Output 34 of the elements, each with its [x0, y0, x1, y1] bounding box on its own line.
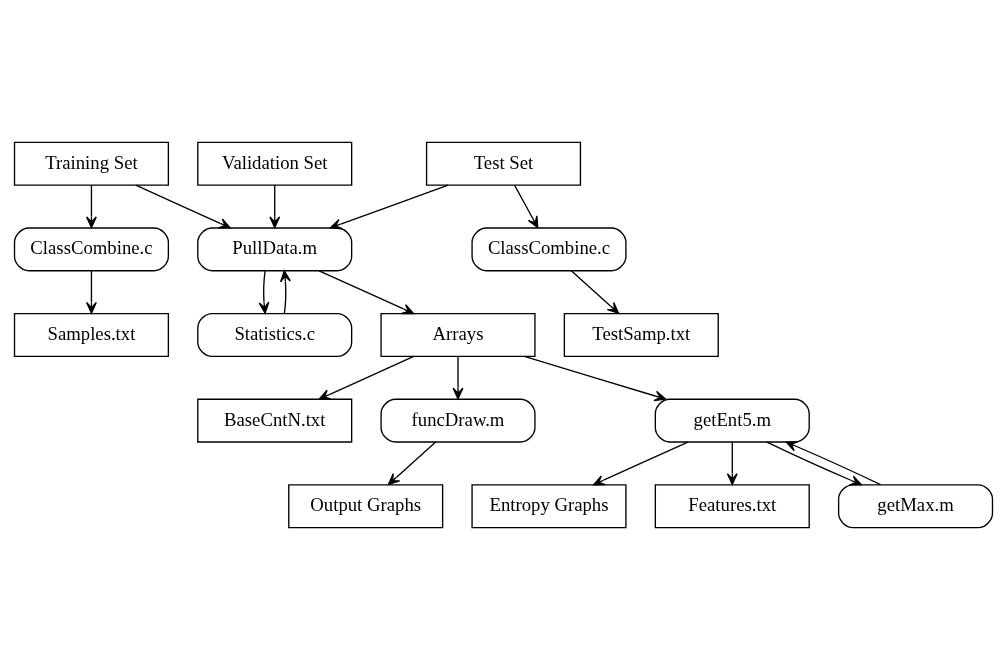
- arrow: [726, 441, 738, 486]
- arrow: [279, 270, 291, 314]
- arrow: [452, 355, 464, 400]
- arrow: [387, 441, 437, 486]
- node-box: Arrays: [380, 312, 536, 358]
- arrow: [318, 355, 415, 400]
- node-box: getEnt5.m: [654, 398, 810, 443]
- arrow: [785, 441, 882, 486]
- arrow: [523, 355, 667, 402]
- node-box: getMax.m: [837, 484, 994, 529]
- arrow: [318, 270, 415, 315]
- node-box: Test Set: [425, 141, 582, 186]
- node-box: ClassCombine.c: [13, 227, 170, 272]
- arrow: [258, 270, 270, 314]
- node-box: Statistics.c: [197, 312, 353, 358]
- node-box: BaseCntN.txt: [197, 398, 353, 443]
- node-box: Validation Set: [197, 141, 353, 186]
- arrow: [513, 184, 539, 229]
- node-box: Entropy Graphs: [471, 484, 627, 529]
- node-box: funcDraw.m: [380, 398, 536, 443]
- node-box: ClassCombine.c: [471, 227, 627, 272]
- arrow: [329, 184, 449, 230]
- arrow: [85, 270, 97, 314]
- arrow: [135, 184, 231, 229]
- arrow: [766, 441, 862, 486]
- node-box: PullData.m: [197, 227, 353, 272]
- node-box: TestSamp.txt: [563, 312, 719, 358]
- node-box: Samples.txt: [13, 312, 170, 358]
- arrow: [570, 270, 620, 314]
- arrow: [85, 184, 97, 229]
- node-box: Output Graphs: [288, 484, 444, 529]
- arrow: [269, 184, 281, 229]
- node-box: Features.txt: [654, 484, 810, 529]
- node-box: Training Set: [13, 141, 170, 186]
